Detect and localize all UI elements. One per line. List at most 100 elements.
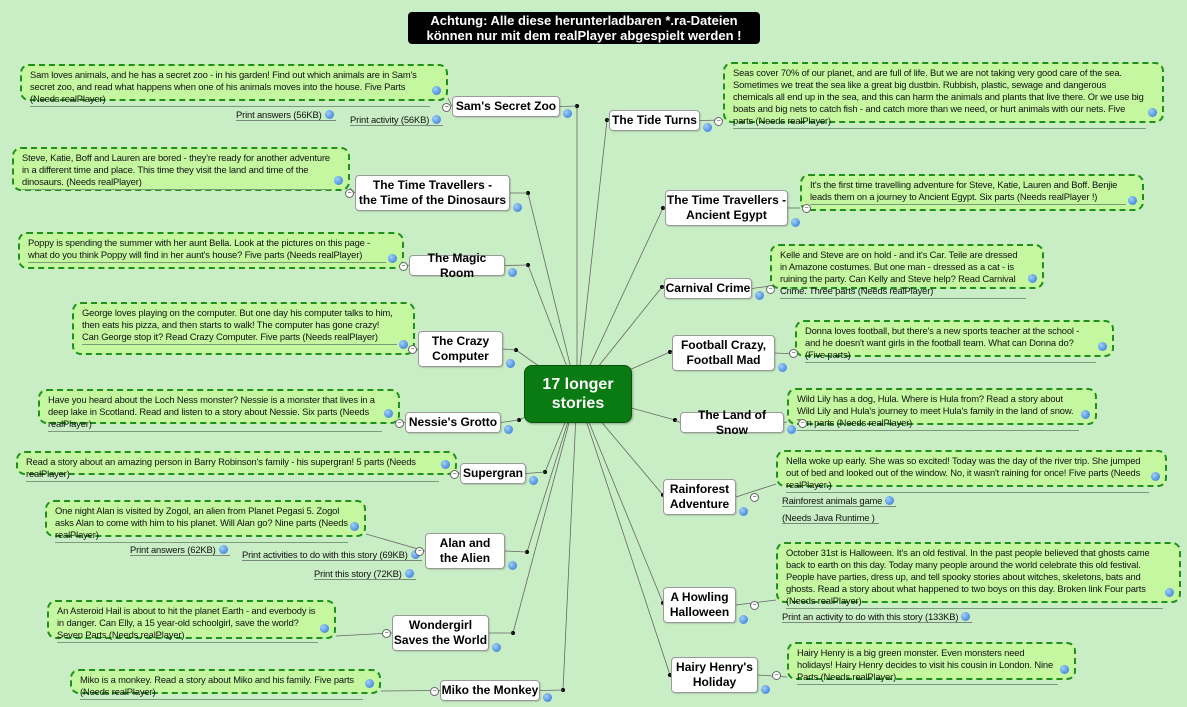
- topic-0[interactable]: Sam's Secret Zoo: [452, 96, 572, 118]
- branch-line: [576, 392, 664, 604]
- extra-link[interactable]: Print this story (72KB): [314, 568, 416, 580]
- link-globe-icon[interactable]: [1148, 108, 1157, 117]
- link-globe-icon[interactable]: [492, 643, 501, 652]
- link-globe-icon[interactable]: [543, 693, 552, 702]
- topic-13[interactable]: The Land of Snow: [680, 408, 796, 437]
- extra-link[interactable]: Print answers (56KB): [236, 109, 336, 121]
- collapse-toggle[interactable]: −: [442, 102, 451, 112]
- collapse-toggle[interactable]: −: [399, 261, 408, 271]
- collapse-toggle[interactable]: −: [798, 418, 807, 428]
- link-globe-icon[interactable]: [1028, 274, 1037, 283]
- note-text: George loves playing on the computer. Bu…: [82, 307, 397, 345]
- topic-note: One night Alan is visited by Zogol, an a…: [45, 500, 366, 543]
- link-globe-icon[interactable]: [703, 123, 712, 132]
- collapse-toggle[interactable]: −: [450, 469, 459, 479]
- link-globe-icon[interactable]: [324, 110, 334, 119]
- collapse-toggle[interactable]: −: [750, 601, 759, 610]
- link-globe-icon[interactable]: [755, 291, 764, 300]
- link-globe-icon[interactable]: [508, 561, 517, 570]
- link-globe-icon[interactable]: [388, 254, 397, 263]
- topic-6[interactable]: Alan and the Alien: [425, 533, 517, 570]
- link-globe-icon[interactable]: [563, 109, 572, 118]
- topic-9[interactable]: The Tide Turns: [609, 110, 712, 132]
- topic-note: Sam loves animals, and he has a secret z…: [20, 64, 448, 107]
- topic-label: Carnival Crime: [665, 281, 751, 295]
- topic-8[interactable]: Miko the Monkey: [440, 680, 552, 702]
- link-globe-icon[interactable]: [508, 268, 517, 277]
- collapse-toggle[interactable]: −: [395, 418, 404, 428]
- extra-link[interactable]: Rainforest animals game: [782, 495, 897, 507]
- branch-line: [576, 207, 664, 394]
- link-globe-icon[interactable]: [218, 545, 228, 554]
- extra-link[interactable]: (Needs Java Runtime ): [782, 512, 879, 524]
- link-globe-icon[interactable]: [778, 363, 787, 372]
- link-globe-icon[interactable]: [334, 176, 343, 185]
- link-globe-icon[interactable]: [513, 203, 522, 212]
- link-globe-icon[interactable]: [432, 86, 441, 95]
- link-globe-icon[interactable]: [739, 615, 748, 624]
- note-link: [735, 483, 777, 498]
- link-globe-icon[interactable]: [320, 624, 329, 633]
- link-globe-icon[interactable]: [384, 409, 393, 418]
- link-globe-icon[interactable]: [1081, 410, 1090, 419]
- collapse-toggle[interactable]: −: [766, 284, 775, 294]
- topic-label: Hairy Henry's Holiday: [676, 660, 753, 689]
- collapse-toggle[interactable]: −: [408, 345, 417, 354]
- link-globe-icon[interactable]: [761, 685, 770, 694]
- topic-14[interactable]: Rainforest Adventure: [663, 479, 748, 516]
- collapse-toggle[interactable]: −: [802, 204, 811, 213]
- link-globe-icon[interactable]: [961, 612, 971, 621]
- link-globe-icon[interactable]: [432, 115, 442, 124]
- branch-line: [576, 119, 608, 394]
- topic-label: The Tide Turns: [612, 113, 697, 127]
- collapse-toggle[interactable]: −: [382, 629, 391, 638]
- note-text: Have you heard about the Loch Ness monst…: [48, 394, 382, 432]
- topic-12[interactable]: Football Crazy, Football Mad: [672, 335, 787, 372]
- topic-16[interactable]: Hairy Henry's Holiday: [671, 657, 770, 694]
- link-globe-icon[interactable]: [1151, 472, 1160, 481]
- link-globe-icon[interactable]: [399, 340, 408, 349]
- link-globe-icon[interactable]: [404, 569, 414, 578]
- topic-3[interactable]: The Crazy Computer: [418, 331, 515, 368]
- collapse-toggle[interactable]: −: [750, 493, 759, 502]
- collapse-toggle[interactable]: −: [789, 349, 798, 358]
- link-globe-icon[interactable]: [350, 522, 359, 531]
- banner-line-2: können nur mit dem realPlayer abgespielt…: [426, 28, 742, 43]
- link-globe-icon[interactable]: [1060, 665, 1069, 674]
- link-globe-icon[interactable]: [791, 218, 800, 227]
- link-globe-icon[interactable]: [441, 460, 450, 469]
- topic-label: Sam's Secret Zoo: [455, 99, 557, 113]
- collapse-toggle[interactable]: −: [772, 671, 781, 680]
- collapse-toggle[interactable]: −: [345, 189, 354, 198]
- extra-link[interactable]: Print answers (62KB): [130, 544, 230, 556]
- central-topic[interactable]: 17 longer stories: [524, 365, 632, 423]
- collapse-toggle[interactable]: −: [714, 116, 723, 126]
- collapse-toggle[interactable]: −: [430, 686, 439, 696]
- link-globe-icon[interactable]: [506, 359, 515, 368]
- topic-1[interactable]: The Time Travellers - the Time of the Di…: [355, 175, 522, 212]
- topic-5[interactable]: Supergran: [460, 463, 538, 485]
- link-globe-icon[interactable]: [365, 679, 374, 688]
- link-globe-icon[interactable]: [1098, 342, 1107, 351]
- extra-link[interactable]: Print activities to do with this story (…: [242, 549, 422, 561]
- topic-2[interactable]: The Magic Room: [409, 251, 517, 280]
- topic-note: Kelle and Steve are on hold - and it's C…: [770, 244, 1044, 299]
- extra-link[interactable]: Print an activity to do with this story …: [782, 611, 973, 623]
- topic-10[interactable]: The Time Travellers - Ancient Egypt: [665, 190, 800, 227]
- link-globe-icon[interactable]: [1165, 588, 1174, 597]
- branch-line: [527, 192, 578, 394]
- topic-11[interactable]: Carnival Crime: [664, 278, 764, 300]
- link-globe-icon[interactable]: [787, 425, 796, 434]
- topic-15[interactable]: A Howling Halloween: [663, 587, 748, 624]
- topic-4[interactable]: Nessie's Grotto: [405, 412, 513, 434]
- link-globe-icon[interactable]: [885, 496, 895, 505]
- collapse-toggle[interactable]: −: [415, 547, 424, 556]
- link-globe-icon[interactable]: [529, 476, 538, 485]
- link-globe-icon[interactable]: [504, 425, 513, 434]
- link-globe-icon[interactable]: [739, 507, 748, 516]
- branch-stub: [504, 550, 528, 553]
- link-globe-icon[interactable]: [1128, 196, 1137, 205]
- extra-link-label: Print an activity to do with this story …: [782, 611, 959, 622]
- topic-7[interactable]: Wondergirl Saves the World: [392, 615, 501, 652]
- extra-link[interactable]: Print activity (56KB): [350, 114, 444, 126]
